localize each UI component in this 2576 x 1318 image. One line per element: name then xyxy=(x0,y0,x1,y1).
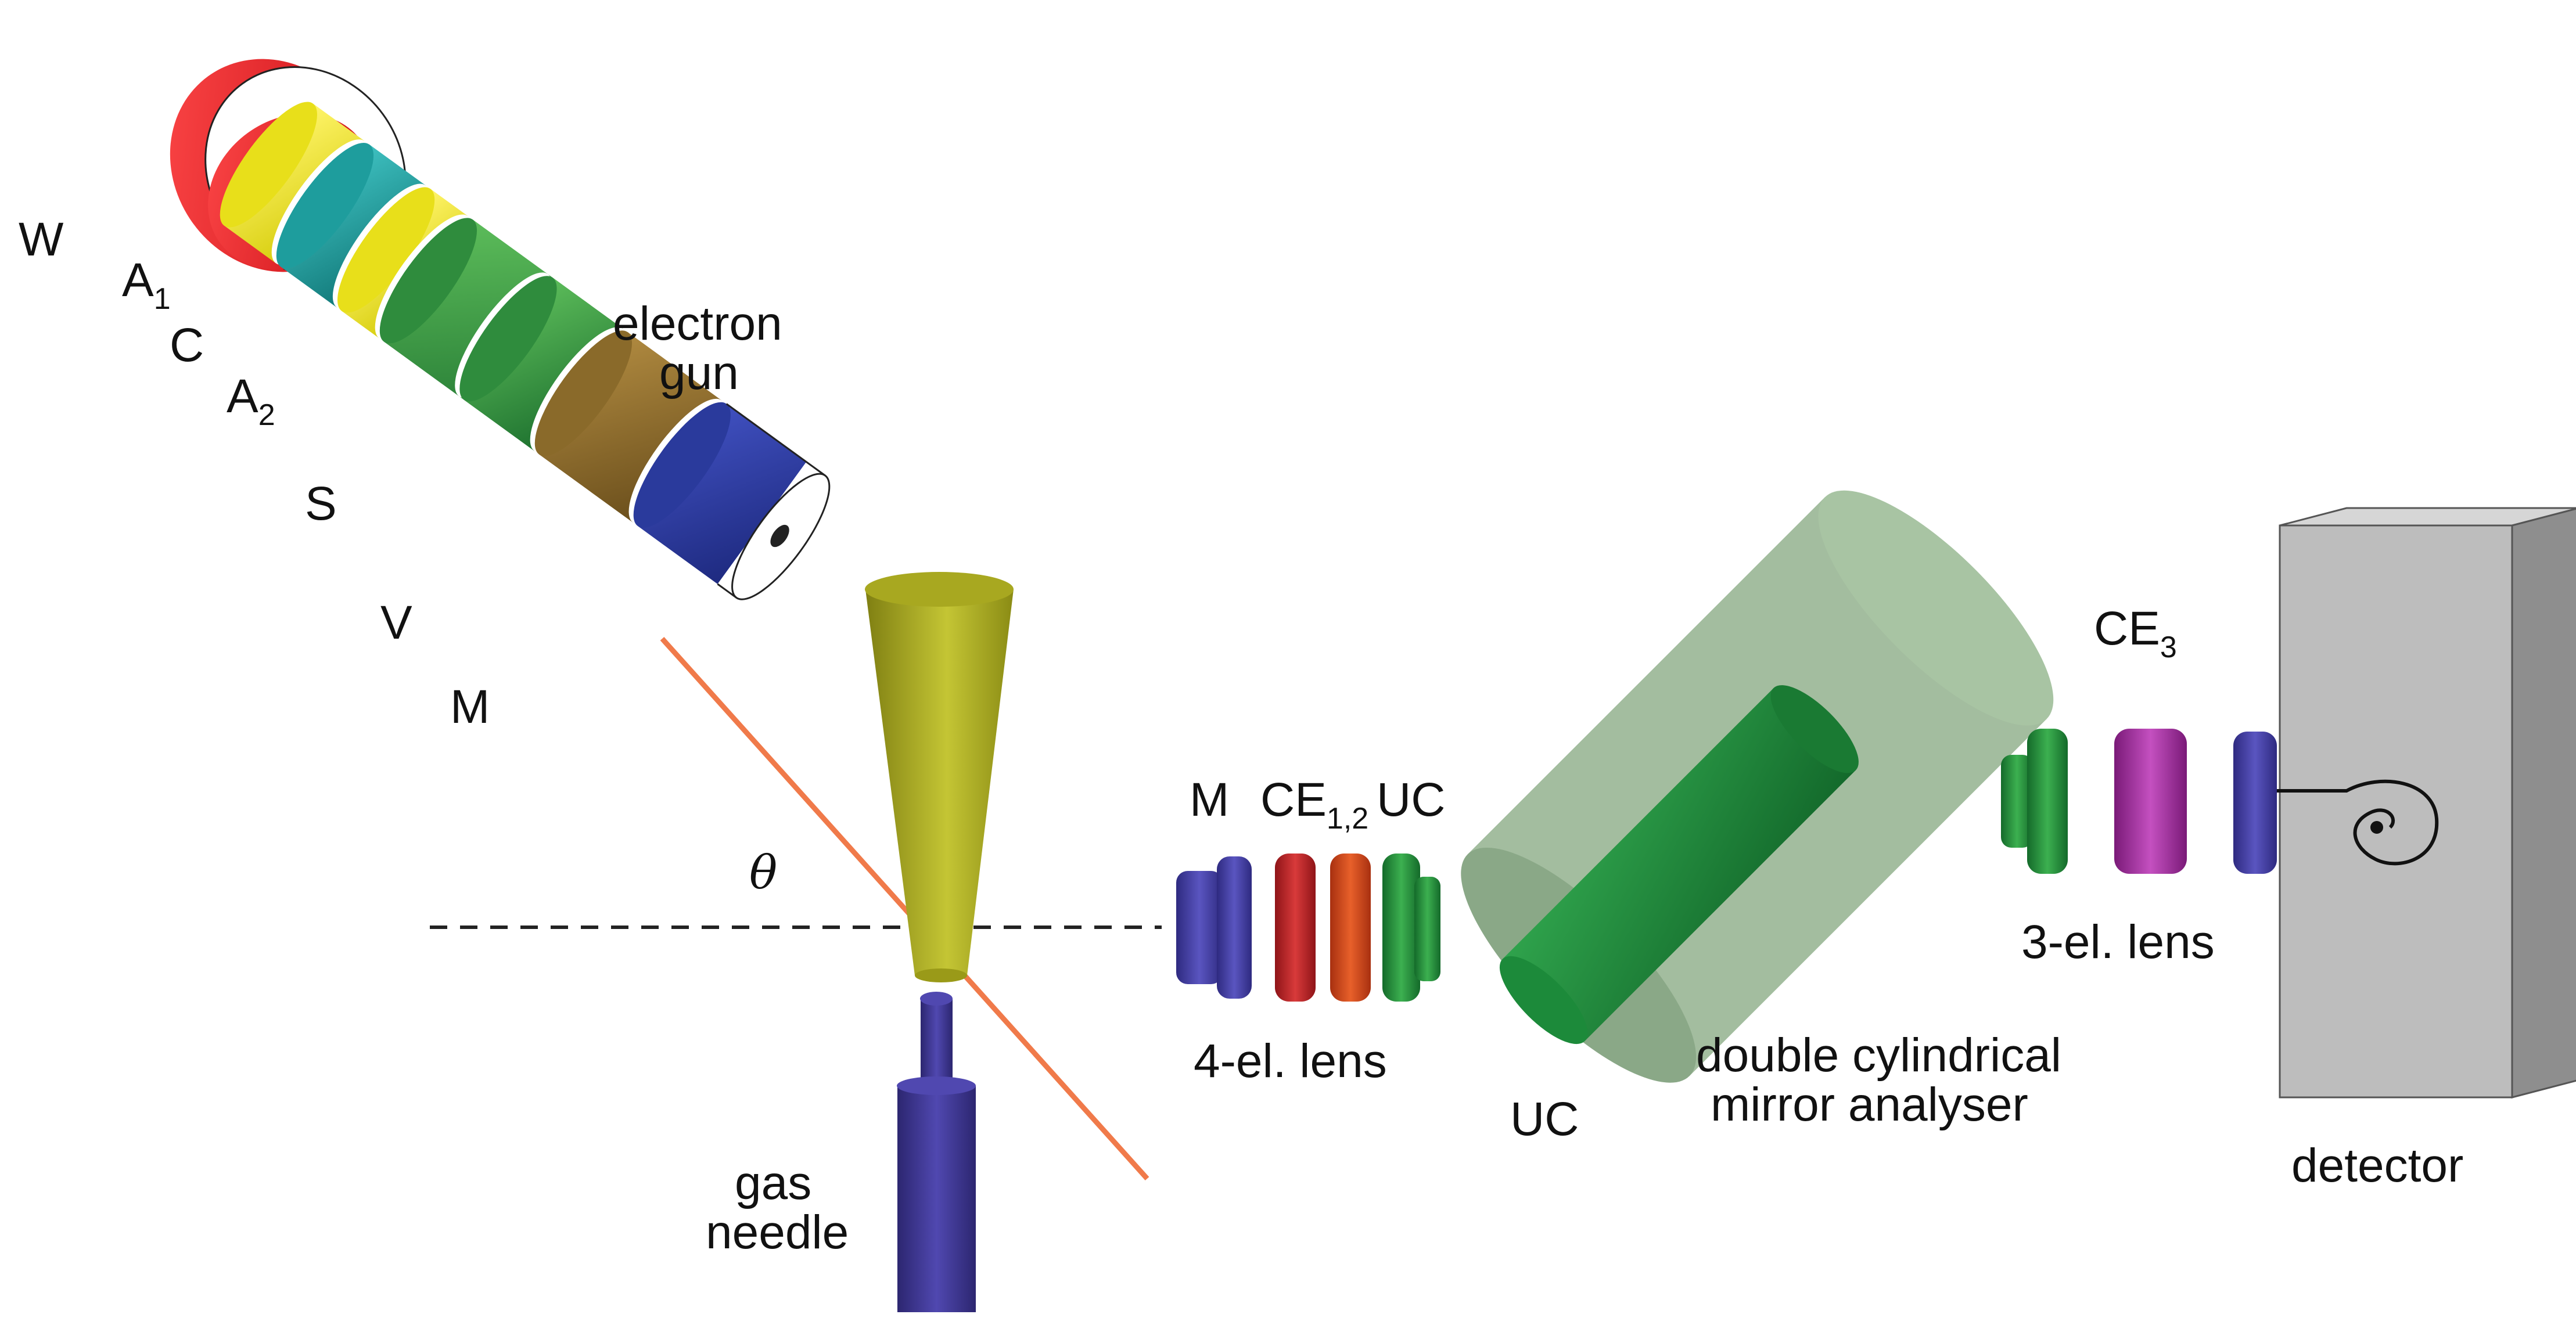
label-gas-needle-line1: gas xyxy=(735,1157,811,1209)
electron-gun xyxy=(170,59,831,600)
gun-cylinder xyxy=(220,102,831,600)
three-element-lens xyxy=(2001,729,2277,874)
analyser-inner-cylinder xyxy=(1499,685,1859,1045)
angle-theta-label: θ xyxy=(749,845,777,899)
label-three-el-lens: 3-el. lens xyxy=(2021,916,2215,968)
electron-beam xyxy=(660,636,1149,1181)
label-uc-analyser: UC xyxy=(1510,1093,1579,1146)
label-gas-needle-line2: needle xyxy=(706,1206,849,1259)
label-ce3: CE3 xyxy=(2094,602,2177,664)
lens3-green xyxy=(2001,729,2068,874)
label-analyser-line1: double cylindrical xyxy=(1696,1029,2061,1082)
label-a1-sub: 1 xyxy=(154,282,171,316)
label-a2-sub: 2 xyxy=(258,398,275,432)
electrode-m xyxy=(633,402,831,600)
detector-spiral xyxy=(2277,779,2439,866)
gas-needle xyxy=(897,992,976,1312)
four-element-lens xyxy=(1176,854,1440,1002)
lens-m xyxy=(1176,856,1252,999)
detector-box xyxy=(2279,507,2576,1099)
lens3-blue xyxy=(2233,732,2277,874)
lens-ce1 xyxy=(1275,854,1316,1002)
collimator-cone xyxy=(865,572,1014,982)
label-m-lens: M xyxy=(1190,773,1229,826)
lens-uc xyxy=(1382,854,1440,1002)
gun-aperture xyxy=(770,524,789,548)
lens-ce2 xyxy=(1330,854,1371,1002)
label-w: W xyxy=(19,213,64,266)
label-four-el-lens: 4-el. lens xyxy=(1194,1035,1387,1087)
label-m-gun: M xyxy=(450,680,490,733)
label-ce3-main: CE xyxy=(2094,602,2160,655)
label-a1: A1 xyxy=(122,254,171,316)
label-c: C xyxy=(170,319,204,372)
label-analyser-line2: mirror analyser xyxy=(1711,1078,2028,1131)
label-uc-lens: UC xyxy=(1377,773,1445,826)
label-ce12: CE1,2 xyxy=(1260,773,1368,836)
electron-gun-label-line1: electron xyxy=(613,297,782,350)
label-detector: detector xyxy=(2291,1139,2463,1192)
label-ce3-sub: 3 xyxy=(2160,631,2177,664)
label-a1-main: A xyxy=(122,254,154,307)
label-a2: A2 xyxy=(227,370,275,432)
lens3-magenta xyxy=(2114,729,2187,874)
electron-gun-label-line2: gun xyxy=(659,347,739,399)
label-ce12-main: CE xyxy=(1260,773,1327,826)
label-ce12-sub: 1,2 xyxy=(1327,802,1368,836)
label-s: S xyxy=(305,477,337,530)
label-a2-main: A xyxy=(227,370,258,423)
cylindrical-mirror-analyser xyxy=(1461,490,2054,1083)
label-v: V xyxy=(380,596,412,649)
